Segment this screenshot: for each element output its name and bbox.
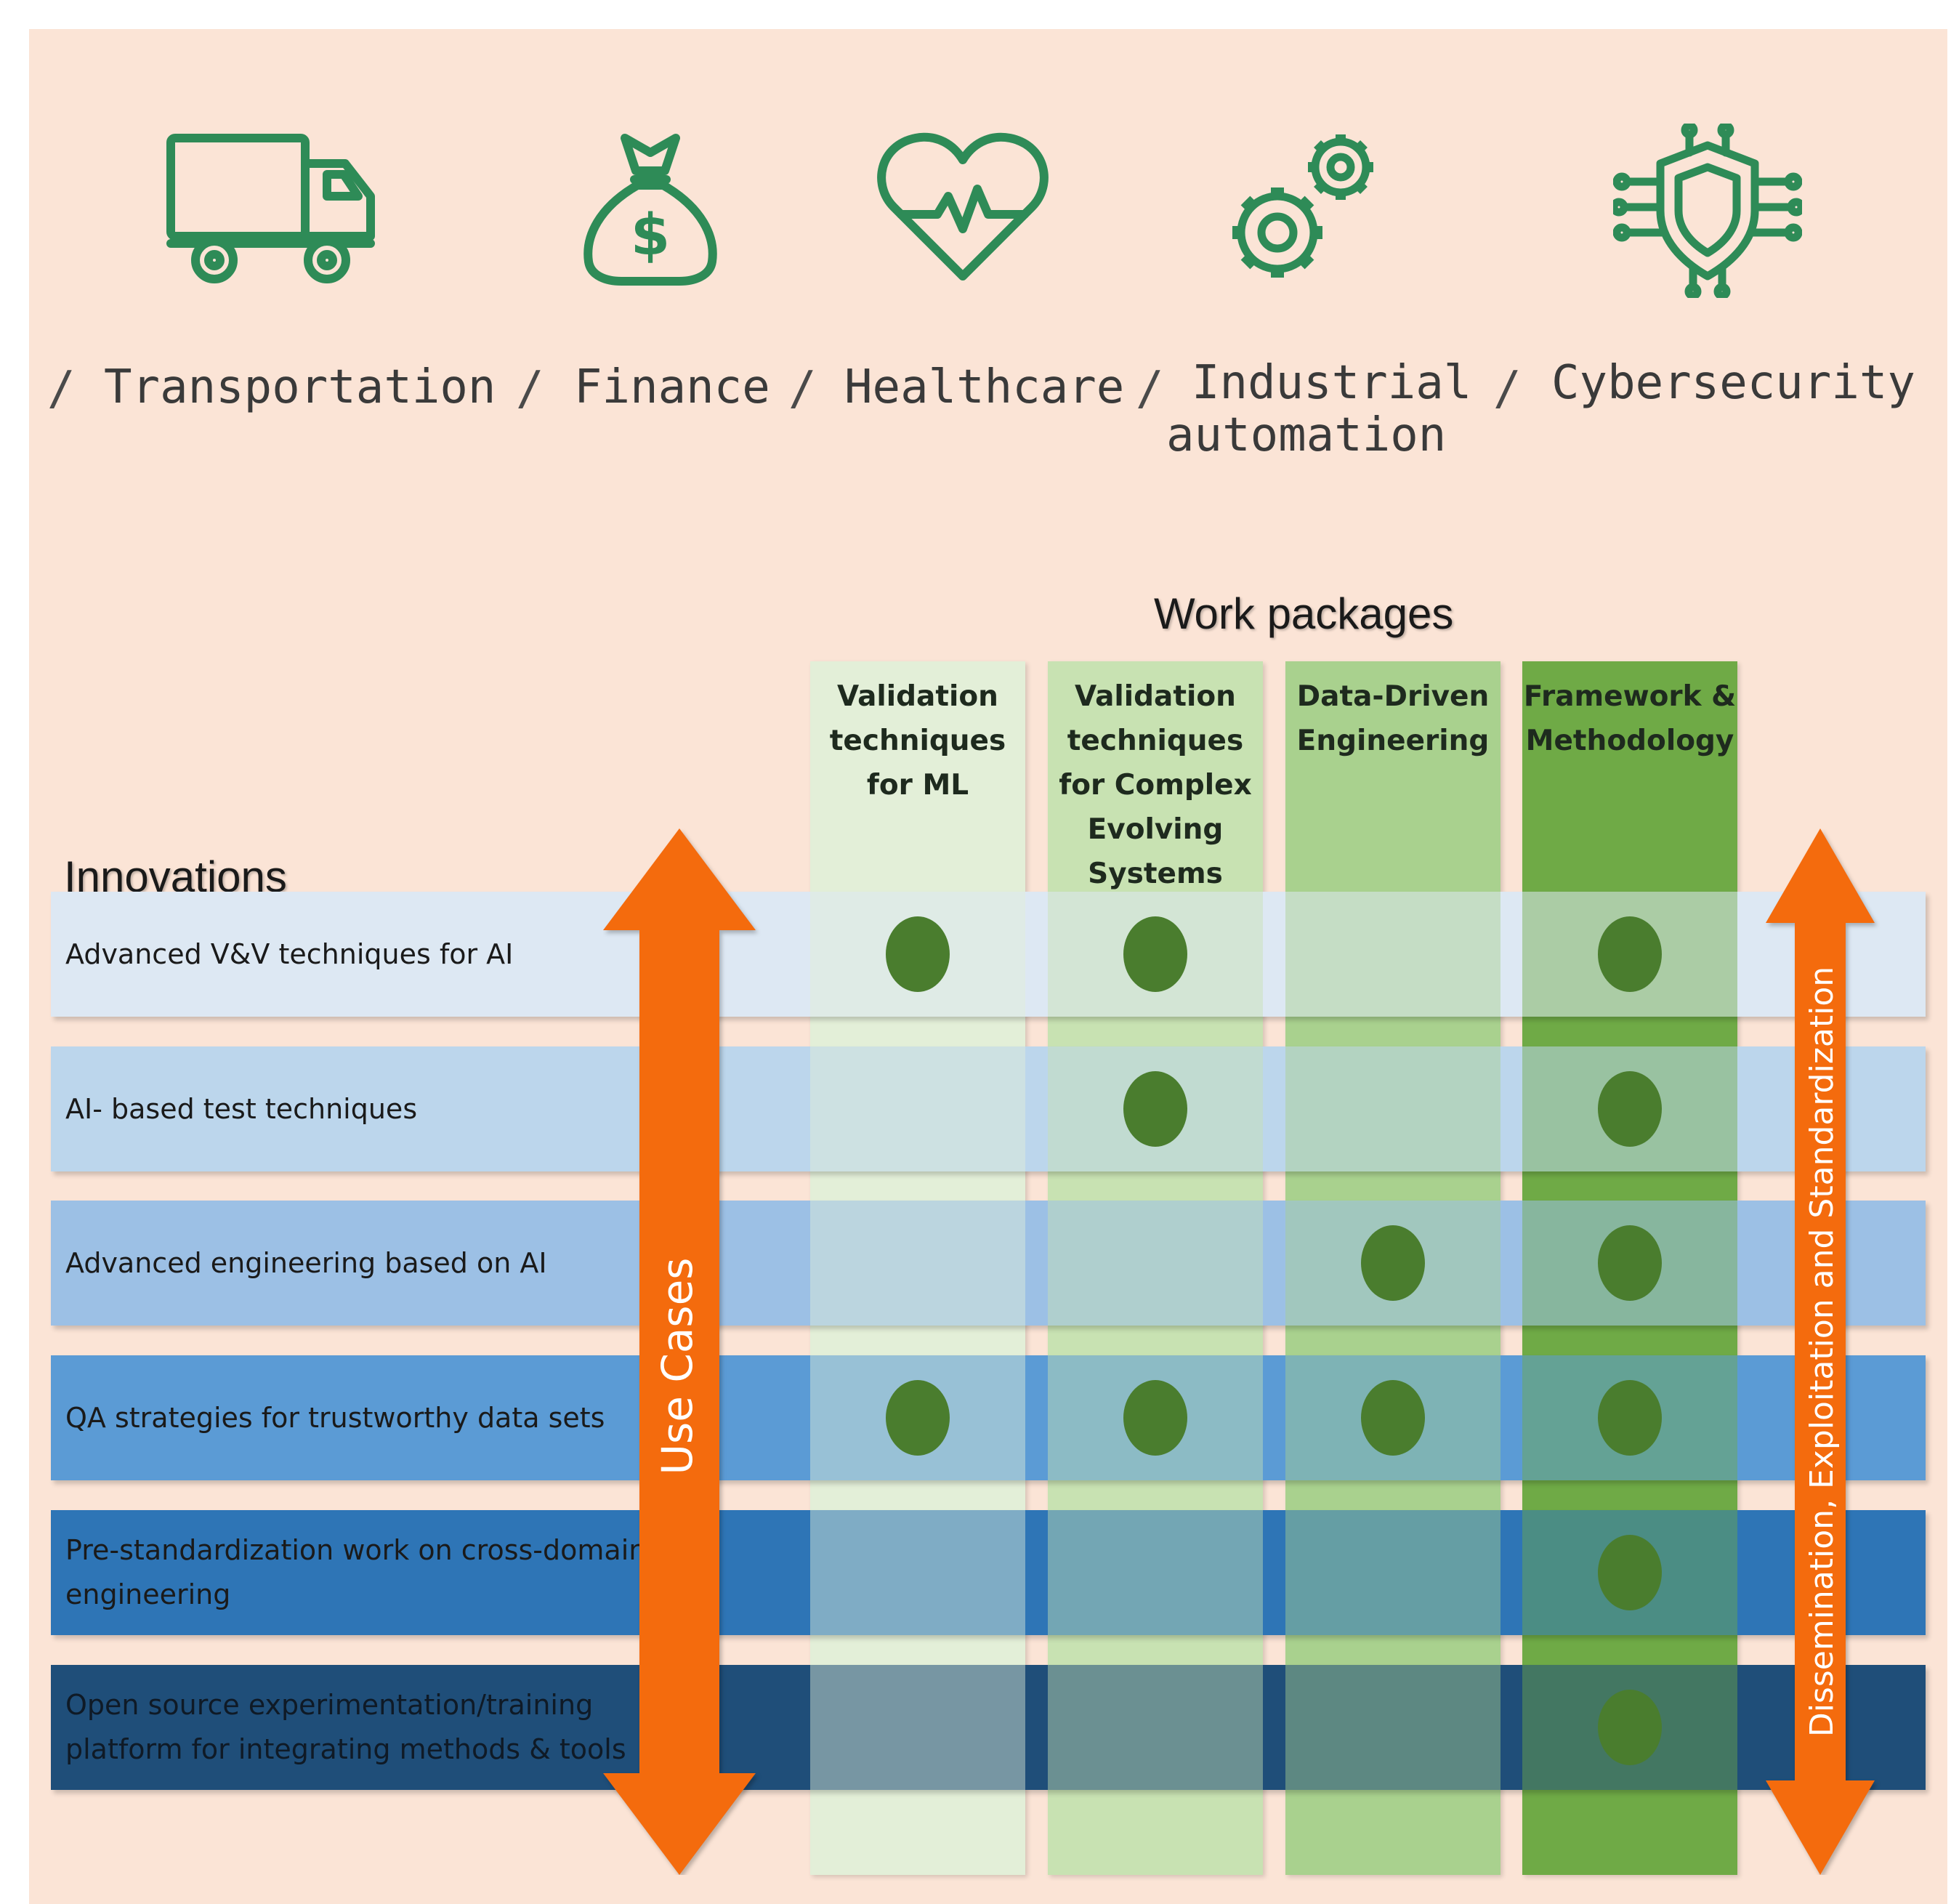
- sector-label-industrial-automation: Industrial automation: [1166, 356, 1472, 462]
- column-overlap: [810, 1665, 1025, 1790]
- column-overlap: [1285, 892, 1500, 1017]
- contribution-dot: [886, 916, 950, 992]
- shield-circuit-icon: [1613, 124, 1802, 298]
- sector-label-cybersecurity: Cybersecurity: [1551, 356, 1915, 410]
- separator: /: [1136, 362, 1164, 416]
- sector-label-industrial: Industrial automation: [1166, 356, 1472, 462]
- heart-pulse-icon: [877, 132, 1049, 281]
- dissemination-arrow: Dissemination, Exploitation and Standard…: [1766, 828, 1875, 1875]
- innovation-row: AI- based test techniques: [51, 1046, 1926, 1171]
- innovation-label: Open source experimentation/training pla…: [65, 1689, 626, 1765]
- column-overlap: [1048, 1201, 1263, 1326]
- sector-label-transportation: Transportation: [104, 360, 496, 414]
- column-overlap: [810, 1510, 1025, 1635]
- innovation-row: Advanced V&V techniques for AI: [51, 892, 1926, 1017]
- diagram-panel: $: [29, 29, 1947, 1904]
- use-cases-arrow: Use Cases: [603, 828, 756, 1875]
- contribution-dot: [1598, 1535, 1662, 1610]
- contribution-dot: [1598, 1225, 1662, 1301]
- work-packages-title: Work packages: [1154, 589, 1454, 638]
- work-package-label: Framework & Methodology: [1523, 680, 1737, 757]
- work-package-label: Validation techniques for ML: [829, 680, 1006, 802]
- column-overlap: [1048, 1665, 1263, 1790]
- sector-label-healthcare: Healthcare: [844, 360, 1125, 414]
- innovation-row: Pre-standardization work on cross-domain…: [51, 1510, 1926, 1635]
- svg-text:$: $: [631, 203, 670, 268]
- column-overlap: [810, 1201, 1025, 1326]
- use-cases-label: Use Cases: [653, 1258, 702, 1475]
- contribution-dot: [1123, 1071, 1187, 1147]
- contribution-dot: [1598, 916, 1662, 992]
- separator: /: [1493, 362, 1522, 416]
- separator: /: [788, 362, 817, 416]
- contribution-dot: [886, 1380, 950, 1456]
- work-package-label: Data-Driven Engineering: [1296, 680, 1490, 757]
- contribution-dot: [1361, 1380, 1425, 1456]
- contribution-dot: [1598, 1071, 1662, 1147]
- money-bag-icon: $: [583, 134, 717, 286]
- innovation-label: QA strategies for trustworthy data sets: [65, 1401, 605, 1434]
- contribution-dot: [1123, 916, 1187, 992]
- column-overlap: [1048, 1510, 1263, 1635]
- column-overlap: [1285, 1665, 1500, 1790]
- separator: /: [516, 362, 544, 416]
- innovation-label: Advanced V&V techniques for AI: [65, 937, 514, 970]
- contribution-dot: [1598, 1690, 1662, 1765]
- innovation-row: Open source experimentation/training pla…: [51, 1665, 1926, 1790]
- innovation-label: Pre-standardization work on cross-domain…: [65, 1534, 647, 1610]
- contribution-dot: [1123, 1380, 1187, 1456]
- column-overlap: [810, 1046, 1025, 1171]
- innovation-label: Advanced engineering based on AI: [65, 1246, 547, 1279]
- sector-label-finance: Finance: [574, 360, 770, 414]
- truck-icon: [166, 134, 375, 283]
- work-package-label: Validation techniques for Complex Evolvi…: [1059, 680, 1252, 890]
- column-overlap: [1285, 1046, 1500, 1171]
- contribution-dot: [1598, 1380, 1662, 1456]
- dissemination-label: Dissemination, Exploitation and Standard…: [1804, 967, 1841, 1737]
- separator: /: [47, 362, 76, 416]
- innovation-label: AI- based test techniques: [65, 1092, 418, 1125]
- innovation-row: Advanced engineering based on AI: [51, 1201, 1926, 1326]
- contribution-dot: [1361, 1225, 1425, 1301]
- innovation-row: QA strategies for trustworthy data sets: [51, 1355, 1926, 1480]
- column-overlap: [1285, 1510, 1500, 1635]
- gears-icon: [1232, 134, 1373, 278]
